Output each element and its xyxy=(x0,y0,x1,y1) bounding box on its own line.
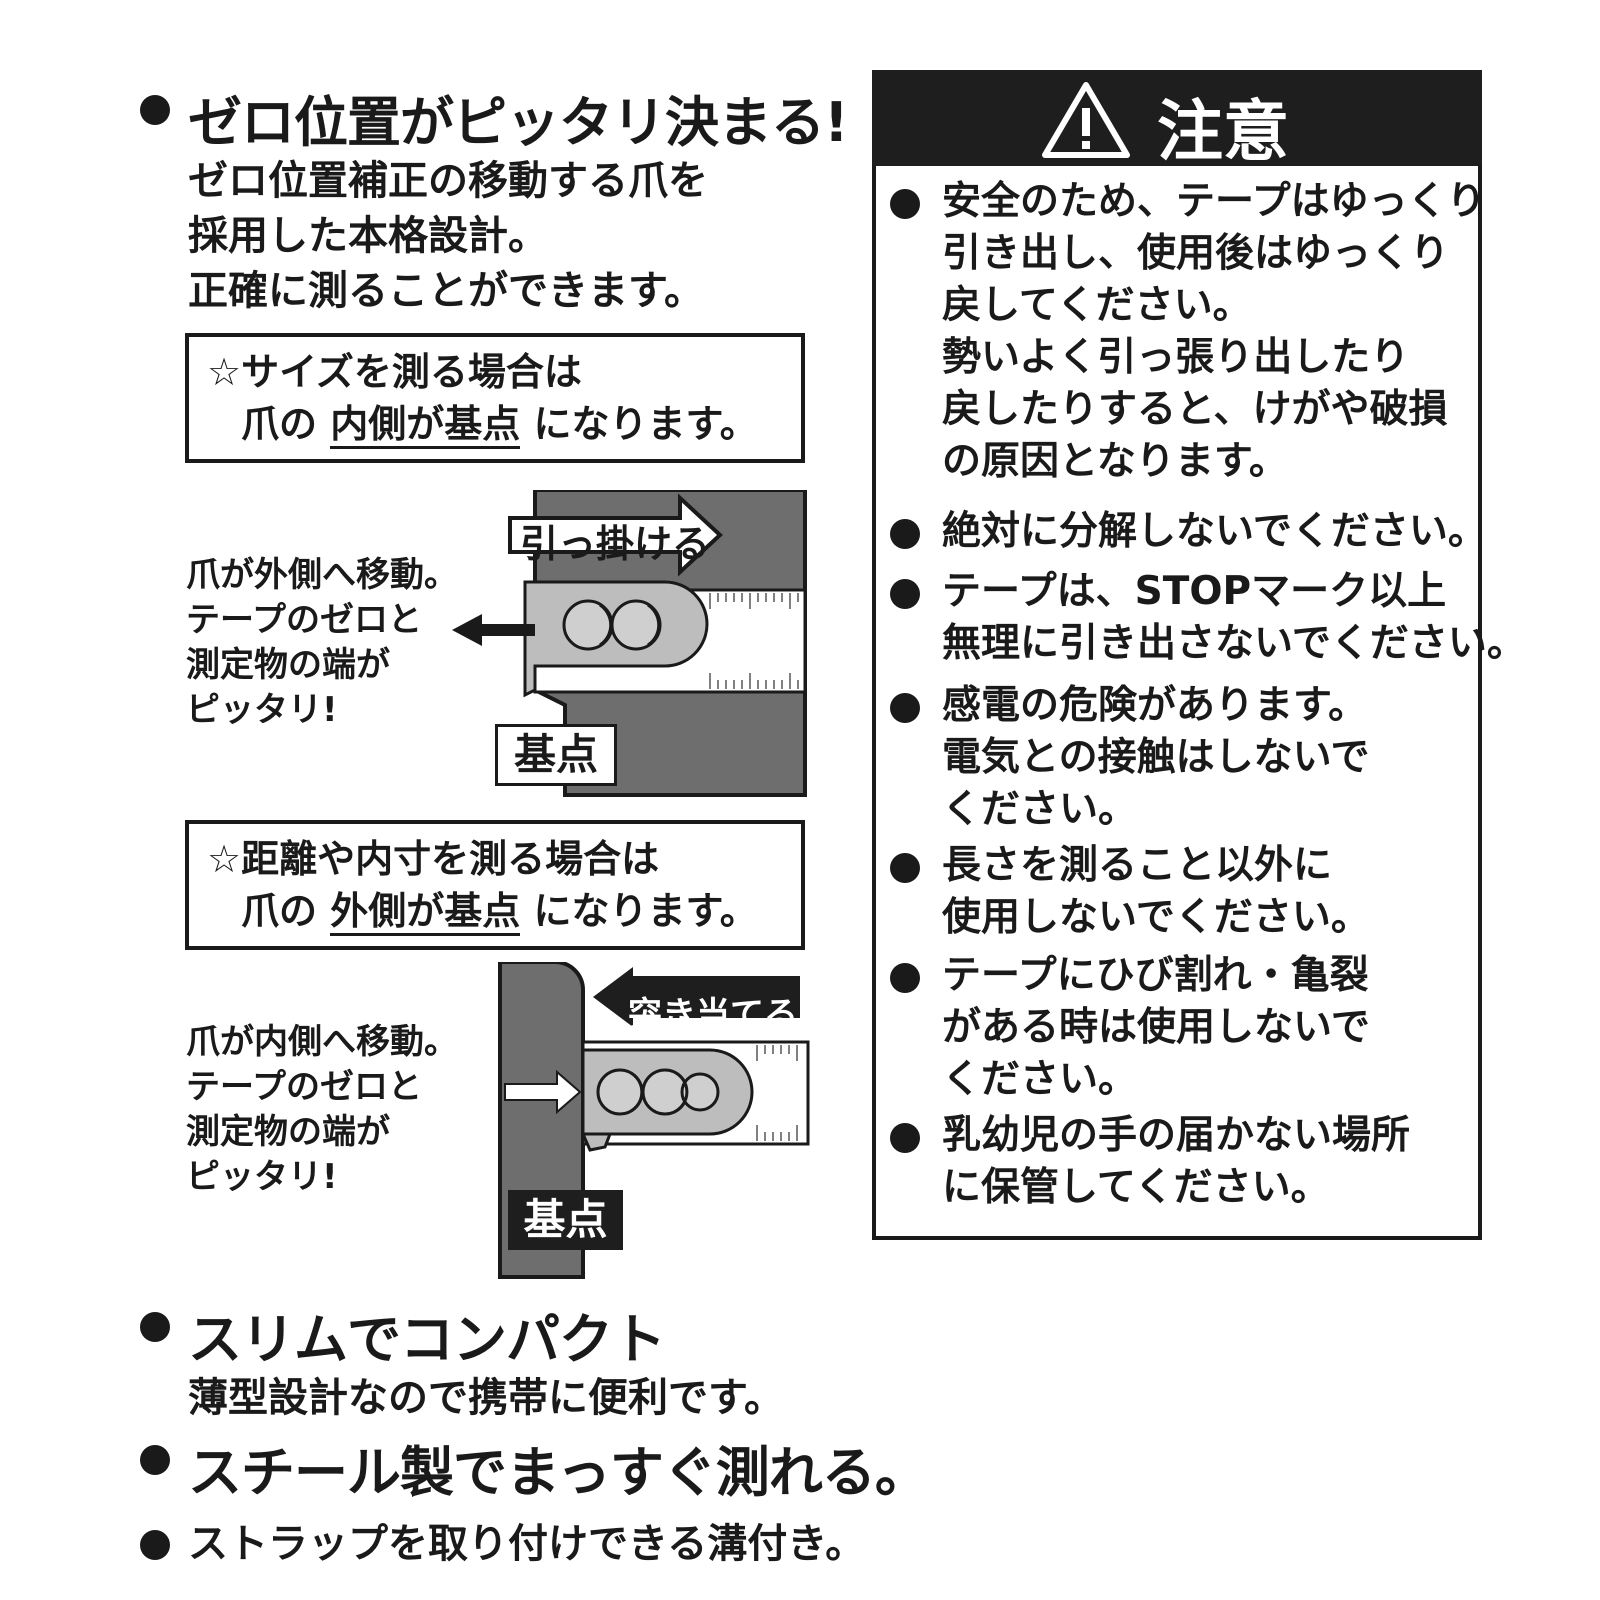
diagram2-caption-2: テープのゼロと xyxy=(186,1067,422,1107)
diagram2-caption-3: 測定物の端が xyxy=(186,1112,390,1152)
inner-reference-note-pre: 爪の xyxy=(241,402,318,446)
caution-item-6-line-2: がある時は使用しないで xyxy=(942,1005,1370,1050)
caution-item-3-line-2: 無理に引き出さないでください。 xyxy=(942,621,1526,666)
diagram1-arrow-label: 引っ掛ける xyxy=(520,522,711,566)
caution-item-2-line-1: 絶対に分解しないでください。 xyxy=(942,509,1487,554)
inner-reference-note-line2: 爪の 内側が基点 になります。 xyxy=(241,399,758,449)
section4-line: ストラップを取り付けできる溝付き。 xyxy=(188,1521,866,1567)
outer-reference-note-line2: 爪の 外側が基点 になります。 xyxy=(241,886,758,936)
section1-line-2: 採用した本格設計。 xyxy=(188,213,548,259)
move-right-arrow-icon xyxy=(504,1069,582,1115)
diagram1-illustration xyxy=(452,490,807,797)
bullet-dot-icon xyxy=(890,963,920,993)
diagram1-caption-2: テープのゼロと xyxy=(186,600,422,640)
push-direction-arrow-icon xyxy=(593,967,800,1027)
bullet-dot-icon xyxy=(890,693,920,723)
caution-item-7-line-2: に保管してください。 xyxy=(942,1165,1330,1210)
bullet-dot-icon xyxy=(890,189,920,219)
outer-reference-note-pre: 爪の xyxy=(241,889,318,933)
diagram1-caption-3: 測定物の端が xyxy=(186,645,390,685)
caution-item-5-line-1: 長さを測ること以外に xyxy=(942,843,1333,888)
section2-line: 薄型設計なので携帯に便利です。 xyxy=(188,1375,784,1421)
caution-item-1-line-4: 勢いよく引っ張り出したり xyxy=(942,335,1410,380)
caution-header: 注意 xyxy=(872,70,1482,170)
diagram2-caption-1: 爪が内側へ移動。 xyxy=(186,1022,458,1062)
bullet-dot-icon xyxy=(140,1445,170,1475)
diagram1-point-label: 基点 xyxy=(495,724,617,786)
outer-reference-note-box: ☆距離や内寸を測る場合は 爪の 外側が基点 になります。 xyxy=(185,820,805,950)
outer-reference-note-emphasis: 外側が基点 xyxy=(330,889,521,936)
inner-reference-note-emphasis: 内側が基点 xyxy=(330,402,521,449)
bullet-dot-icon xyxy=(890,519,920,549)
inner-reference-note-post: になります。 xyxy=(533,402,758,446)
bullet-dot-icon xyxy=(140,1312,170,1342)
bullet-dot-icon xyxy=(140,95,170,125)
caution-item-1-line-3: 戻してください。 xyxy=(942,283,1252,328)
caution-item-3-line-1: テープは、STOPマーク以上 xyxy=(942,569,1447,614)
bullet-dot-icon xyxy=(890,1123,920,1153)
hook-direction-arrow-icon xyxy=(508,493,723,577)
caution-item-4-line-1: 感電の危険があります。 xyxy=(942,683,1368,728)
caution-item-7-line-1: 乳幼児の手の届かない場所 xyxy=(942,1113,1411,1158)
caution-item-4-line-3: ください。 xyxy=(942,787,1138,832)
diagram1-caption-1: 爪が外側へ移動。 xyxy=(186,555,458,595)
caution-item-6-line-3: ください。 xyxy=(942,1057,1138,1102)
diagram2-caption-4: ピッタリ! xyxy=(186,1157,338,1197)
diagram1-caption-4: ピッタリ! xyxy=(186,690,338,730)
inner-reference-note-box: ☆サイズを測る場合は 爪の 内側が基点 になります。 xyxy=(185,333,805,463)
section3-heading: スチール製でまっすぐ測れる。 xyxy=(188,1441,929,1504)
caution-title: 注意 xyxy=(1157,93,1289,170)
caution-item-1-line-2: 引き出し、使用後はゆっくり xyxy=(942,231,1450,276)
diagram2-point-label: 基点 xyxy=(508,1190,623,1250)
caution-item-5-line-2: 使用しないでください。 xyxy=(942,895,1370,940)
move-left-arrow-icon xyxy=(452,614,535,646)
section1-heading: ゼロ位置がピッタリ決まる! xyxy=(188,91,849,154)
section1-line-1: ゼロ位置補正の移動する爪を xyxy=(188,158,708,204)
bullet-dot-icon xyxy=(890,853,920,883)
caution-item-1-line-6: の原因となります。 xyxy=(942,439,1288,484)
bullet-dot-icon xyxy=(890,579,920,609)
caution-item-4-line-2: 電気との接触はしないで xyxy=(942,735,1370,780)
caution-item-1-line-1: 安全のため、テープはゆっくり xyxy=(942,179,1486,224)
section2-heading: スリムでコンパクト xyxy=(188,1308,666,1371)
outer-reference-note-line1: ☆距離や内寸を測る場合は xyxy=(207,837,660,881)
caution-item-1-line-5: 戻したりすると、けがや破損 xyxy=(942,387,1448,432)
diagram2-arrow-label: 突き当てる xyxy=(628,995,798,1035)
caution-item-6-line-1: テープにひび割れ・亀裂 xyxy=(942,953,1369,998)
warning-triangle-icon xyxy=(1042,82,1130,158)
bullet-dot-icon xyxy=(140,1530,170,1560)
outer-reference-note-post: になります。 xyxy=(533,889,758,933)
inner-reference-note-line1: ☆サイズを測る場合は xyxy=(207,350,582,394)
section1-line-3: 正確に測ることができます。 xyxy=(188,268,704,314)
